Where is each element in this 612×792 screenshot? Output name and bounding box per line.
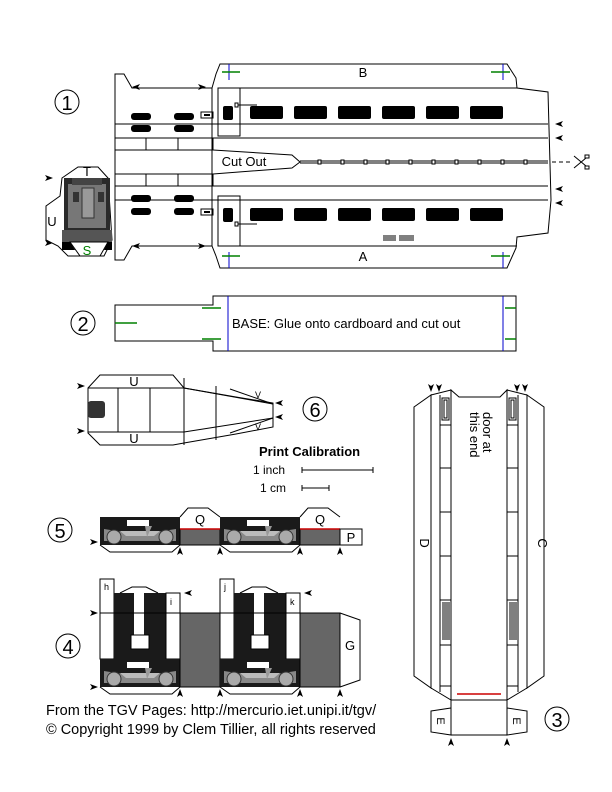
fold-arrow-icon bbox=[428, 384, 528, 746]
part6-label-bottom: U bbox=[129, 431, 138, 446]
tab-label-e-right: E bbox=[510, 717, 522, 724]
part-4: 4 h i j k G bbox=[55, 578, 361, 697]
base-outline bbox=[114, 295, 517, 352]
door-note-line2: this end bbox=[467, 412, 482, 458]
part-number-3: 3 bbox=[551, 710, 562, 732]
part6-label-v-top: V bbox=[255, 390, 261, 400]
credits-copyright: © Copyright 1999 by Clem Tillier, all ri… bbox=[46, 722, 376, 738]
body-side-outline bbox=[114, 63, 552, 269]
scissors-icon bbox=[573, 154, 590, 170]
part-number-1: 1 bbox=[61, 93, 72, 115]
print-calibration: Print Calibration 1 inch 1 cm bbox=[253, 444, 374, 495]
part-number-2: 2 bbox=[77, 314, 88, 336]
cut-out-label: Cut Out bbox=[222, 154, 267, 169]
tab-label-k: k bbox=[290, 597, 295, 607]
label-d: D bbox=[417, 538, 432, 547]
cab-nose: T U S bbox=[45, 164, 113, 258]
flap-label-q: Q bbox=[315, 512, 325, 527]
part-number-4: 4 bbox=[62, 637, 73, 659]
part6-label-v-bottom: V bbox=[255, 422, 261, 432]
windows-row-top bbox=[250, 106, 503, 119]
cab-label-t: T bbox=[83, 164, 91, 179]
part-2: 2 BASE: Glue onto cardboard and cut out bbox=[70, 295, 517, 352]
flap-label-q: Q bbox=[195, 512, 205, 527]
part-5: 5 Q Q P bbox=[47, 507, 363, 555]
label-a: A bbox=[359, 249, 368, 264]
cab-label-s: S bbox=[83, 243, 92, 258]
window-segments bbox=[440, 424, 518, 687]
part-number-5: 5 bbox=[54, 521, 65, 543]
fold-arrow-icon bbox=[45, 84, 563, 249]
vent-grille bbox=[383, 235, 414, 241]
door-note-line1: door at bbox=[480, 412, 495, 453]
tab-label-j: j bbox=[223, 582, 226, 592]
part-number-6: 6 bbox=[309, 400, 320, 422]
part-number-circle bbox=[54, 89, 80, 115]
part6-label-top: U bbox=[129, 374, 138, 389]
calibration-title: Print Calibration bbox=[259, 444, 360, 459]
tab-label-e-left: E bbox=[434, 717, 446, 724]
end-label-p: P bbox=[347, 530, 356, 545]
label-c: C bbox=[535, 538, 550, 547]
end-label-g: G bbox=[345, 638, 355, 653]
fold-arrow-icon bbox=[77, 383, 283, 434]
fold-arrow-icon bbox=[90, 539, 343, 555]
windows-row-bottom bbox=[250, 208, 503, 221]
vent-grille bbox=[442, 602, 517, 640]
part-6: U U V V 6 bbox=[77, 374, 328, 446]
base-label: BASE: Glue onto cardboard and cut out bbox=[232, 316, 461, 331]
credits-source: From the TGV Pages: http://mercurio.iet.… bbox=[46, 703, 377, 719]
label-b: B bbox=[359, 65, 368, 80]
tab-label-i: i bbox=[170, 597, 172, 607]
part-3: D C door at this end E E 3 bbox=[413, 384, 570, 746]
cab-label-u: U bbox=[47, 214, 56, 229]
door-window bbox=[223, 106, 233, 120]
calibration-cm-label: 1 cm bbox=[260, 481, 286, 495]
fold-arrow-icon bbox=[90, 590, 343, 697]
calibration-inch-label: 1 inch bbox=[253, 463, 285, 477]
part-1: 1 B bbox=[45, 63, 590, 269]
perforation-marks bbox=[317, 159, 528, 165]
tab-label-h: h bbox=[104, 582, 109, 592]
